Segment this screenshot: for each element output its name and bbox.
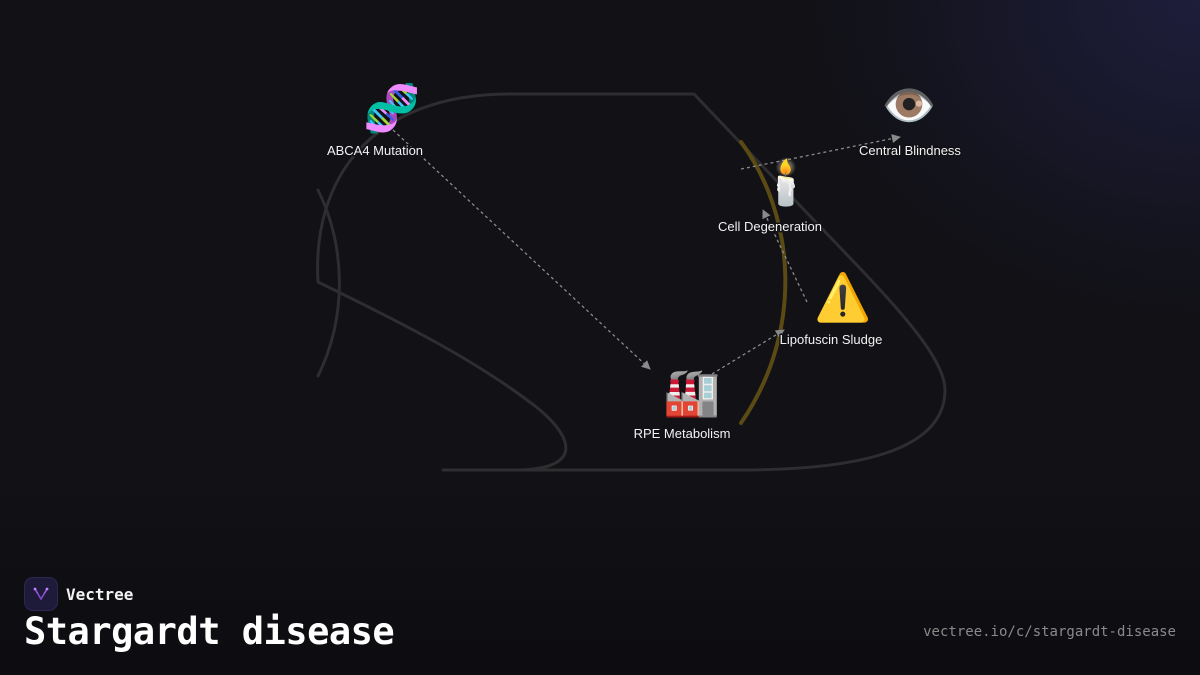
node-cell: 🕯️ Cell Degeneration <box>716 156 823 236</box>
node-label-cell: Cell Degeneration <box>718 219 822 234</box>
node-lipofuscin: ⚠️ Lipofuscin Sludge <box>778 270 884 349</box>
page-url: vectree.io/c/stargardt-disease <box>923 624 1176 640</box>
vectree-logo-icon <box>24 577 58 611</box>
brand-name: Vectree <box>66 584 134 604</box>
node-label-rpe: RPE Metabolism <box>634 426 731 441</box>
candle-icon: 🕯️ <box>759 156 814 209</box>
eye-icon: 👁️ <box>882 81 937 132</box>
node-abca4: 🧬 ABCA4 Mutation <box>325 80 424 160</box>
page-title: Stargardt disease <box>24 610 395 653</box>
cornea-outline <box>316 188 341 378</box>
warning-icon: ⚠️ <box>814 270 871 324</box>
node-blindness: 👁️ Central Blindness <box>858 81 963 160</box>
edge-abca4-to-rpe <box>392 129 651 370</box>
factory-icon: 🏭 <box>663 365 720 419</box>
eye-globe-outline <box>316 92 947 472</box>
edges-layer <box>392 129 901 375</box>
nodes-layer: 🧬 ABCA4 Mutation 🏭 RPE Metabolism ⚠️ Lipofusc… <box>325 80 963 443</box>
dna-icon: 🧬 <box>363 80 420 136</box>
eye-outline <box>316 92 947 472</box>
node-rpe: 🏭 RPE Metabolism <box>632 365 732 443</box>
node-label-abca4: ABCA4 Mutation <box>327 143 423 158</box>
edge-rpe-to-lipofuscin <box>711 329 785 375</box>
brand: Vectree <box>24 577 133 611</box>
lens-arc <box>739 140 788 425</box>
node-label-blindness: Central Blindness <box>859 143 961 158</box>
node-label-lipofuscin: Lipofuscin Sludge <box>780 332 883 347</box>
edge-lipofuscin-to-cell <box>762 209 808 303</box>
